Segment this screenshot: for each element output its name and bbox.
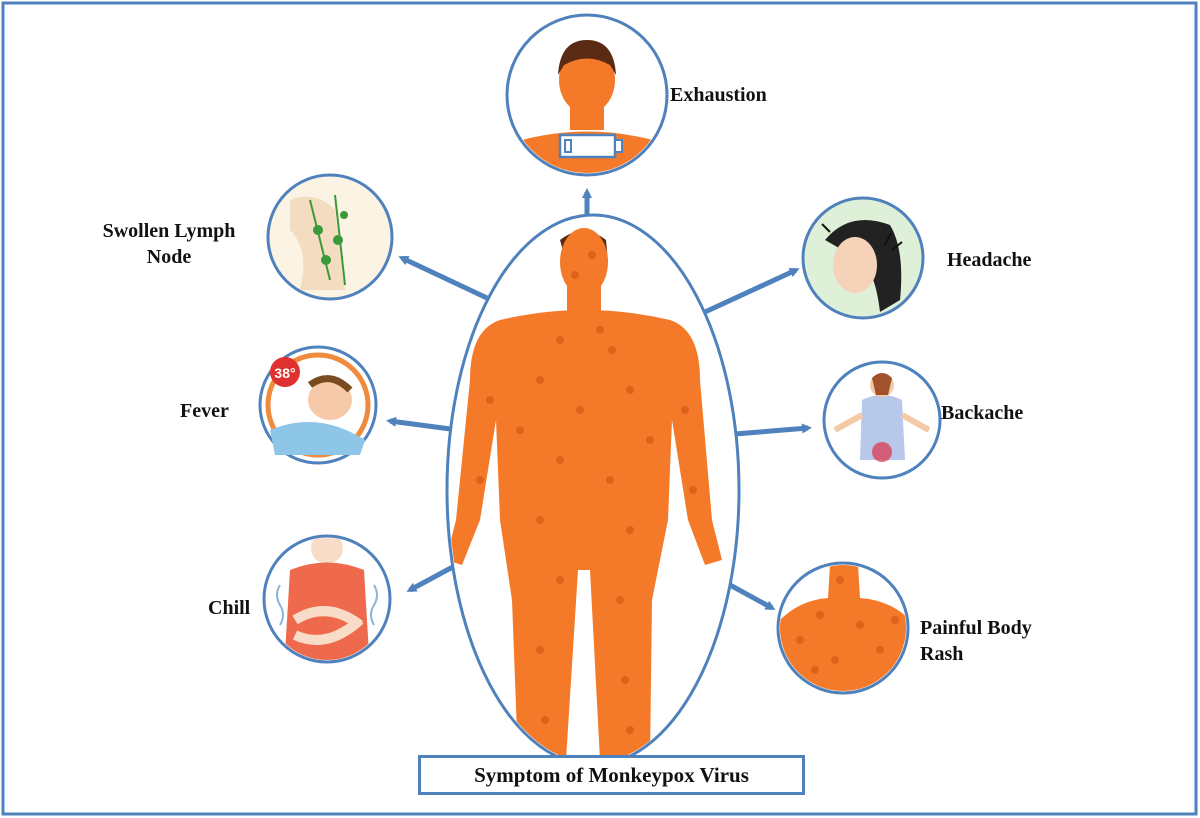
fever-image: 38° bbox=[258, 345, 378, 465]
headache-image bbox=[801, 196, 925, 320]
label-rash-line2: Rash bbox=[920, 643, 964, 665]
label-headache: Headache bbox=[947, 249, 1032, 271]
swollen-lymph-node-image bbox=[266, 173, 394, 301]
label-rash-line1: Painful Body bbox=[920, 617, 1032, 639]
label-swollen-lymph-node: Swollen Lymph Node bbox=[78, 218, 260, 270]
arrow-fever bbox=[386, 416, 459, 433]
backache-image bbox=[822, 360, 942, 480]
diagram-title: Symptom of Monkeypox Virus bbox=[418, 755, 805, 795]
arrow-headache bbox=[703, 267, 800, 315]
thermometer-reading: 38° bbox=[274, 365, 295, 381]
label-painful-body-rash: Painful Body Rash bbox=[920, 615, 1032, 667]
battery-icon bbox=[558, 133, 617, 159]
body-figure bbox=[445, 213, 741, 767]
label-backache: Backache bbox=[941, 402, 1024, 424]
chill-image bbox=[262, 534, 392, 664]
exhaustion-image bbox=[505, 13, 669, 177]
label-swollen-lymph-line2: Node bbox=[146, 246, 192, 268]
label-swollen-lymph-line1: Swollen Lymph bbox=[102, 220, 236, 242]
label-fever: Fever bbox=[180, 400, 229, 422]
label-chill: Chill bbox=[208, 597, 251, 619]
painful-body-rash-image bbox=[776, 561, 910, 695]
arrow-backache bbox=[734, 423, 812, 437]
label-exhaustion: Exhaustion bbox=[670, 84, 767, 106]
rash-spots bbox=[476, 251, 697, 734]
arrow-lymph bbox=[398, 255, 489, 301]
arrow-rash bbox=[728, 582, 776, 611]
